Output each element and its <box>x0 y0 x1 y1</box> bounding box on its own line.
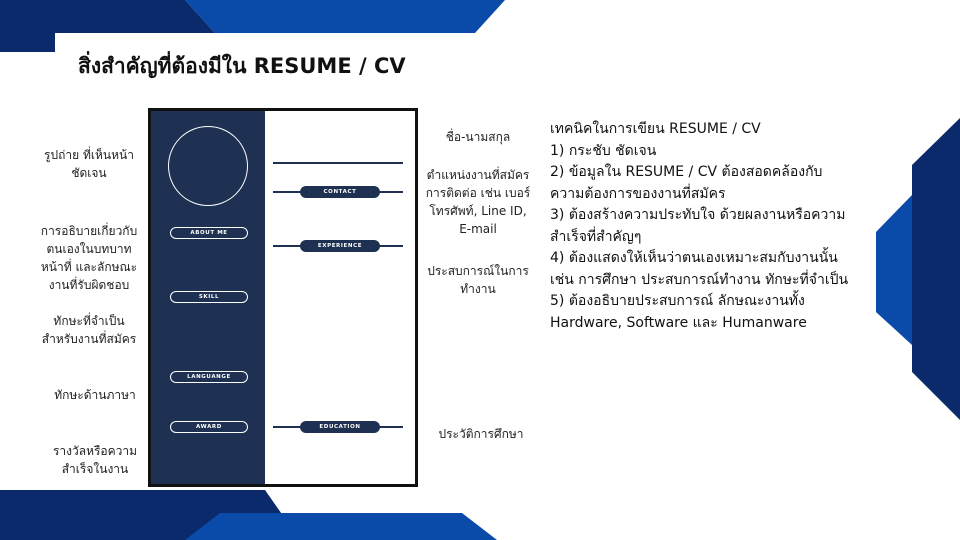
skill-label: ทักษะที่จำเป็น สำหรับงานที่สมัคร <box>41 314 137 346</box>
tip-line: เช่น การศึกษา ประสบการณ์ทำงาน ทักษะที่จำ… <box>550 271 849 288</box>
resume-mockup: ABOUT ME SKILL LANGUANGE AWARD CONTACT E… <box>148 108 418 487</box>
tip-line: 4) ต้องแสดงให้เห็นว่าตนเองเหมาะสมกับงานน… <box>550 250 838 266</box>
contact-pill: CONTACT <box>300 186 380 198</box>
award-pill: AWARD <box>170 421 248 433</box>
photo-placeholder <box>168 126 248 206</box>
name-line <box>273 162 403 164</box>
about-label: การอธิบายเกี่ยวกับ ตนเองในบทบาท หน้าที่ … <box>40 224 138 292</box>
bottom-blue-shape <box>185 513 497 540</box>
tip-line: 5) ต้องอธิบายประสบการณ์ ลักษณะงานทั้ง <box>550 293 805 309</box>
resume-sidebar: ABOUT ME SKILL LANGUANGE AWARD <box>151 111 265 484</box>
skill-pill: SKILL <box>170 291 248 303</box>
top-blue-shape <box>185 0 505 33</box>
about-me-pill: ABOUT ME <box>170 227 248 239</box>
tip-line: Hardware, Software และ Humanware <box>550 314 807 331</box>
tips-heading: เทคนิคในการเขียน RESUME / CV <box>550 121 761 137</box>
language-label: ทักษะด้านภาษา <box>54 388 136 402</box>
photo-label: รูปถ่าย ที่เห็นหน้า ชัดเจน <box>44 148 134 180</box>
tip-line: ความต้องการของงานที่สมัคร <box>550 185 726 202</box>
top-left-navy-shape <box>0 0 215 33</box>
award-label: รางวัลหรือความ สำเร็จในงาน <box>52 444 138 476</box>
language-pill: LANGUANGE <box>170 371 248 383</box>
resume-tips: เทคนิคในการเขียน RESUME / CV 1) กระชับ ช… <box>550 119 870 334</box>
tip-line: 1) กระชับ ชัดเจน <box>550 142 657 159</box>
tip-line: 2) ข้อมูลใน RESUME / CV ต้องสอดคล้องกับ <box>550 164 823 180</box>
page-title: สิ่งสำคัญที่ต้องมีใน RESUME / CV <box>78 54 406 78</box>
right-blue-shape <box>876 195 912 345</box>
experience-label: ประสบการณ์ในการ ทำงาน <box>427 264 529 296</box>
right-navy-shape <box>912 118 960 420</box>
contact-label: ตำแหน่งงานที่สมัคร การติดต่อ เช่น เบอร์ … <box>425 168 531 236</box>
tip-line: 3) ต้องสร้างความประทับใจ ด้วยผลงานหรือคว… <box>550 207 846 223</box>
education-label: ประวัติการศึกษา <box>438 427 524 441</box>
top-left-navy-tab <box>0 33 55 52</box>
tip-line: สำเร็จที่สำคัญๆ <box>550 228 642 245</box>
name-label: ชื่อ-นามสกุล <box>445 130 511 144</box>
experience-pill: EXPERIENCE <box>300 240 380 252</box>
education-pill: EDUCATION <box>300 421 380 433</box>
